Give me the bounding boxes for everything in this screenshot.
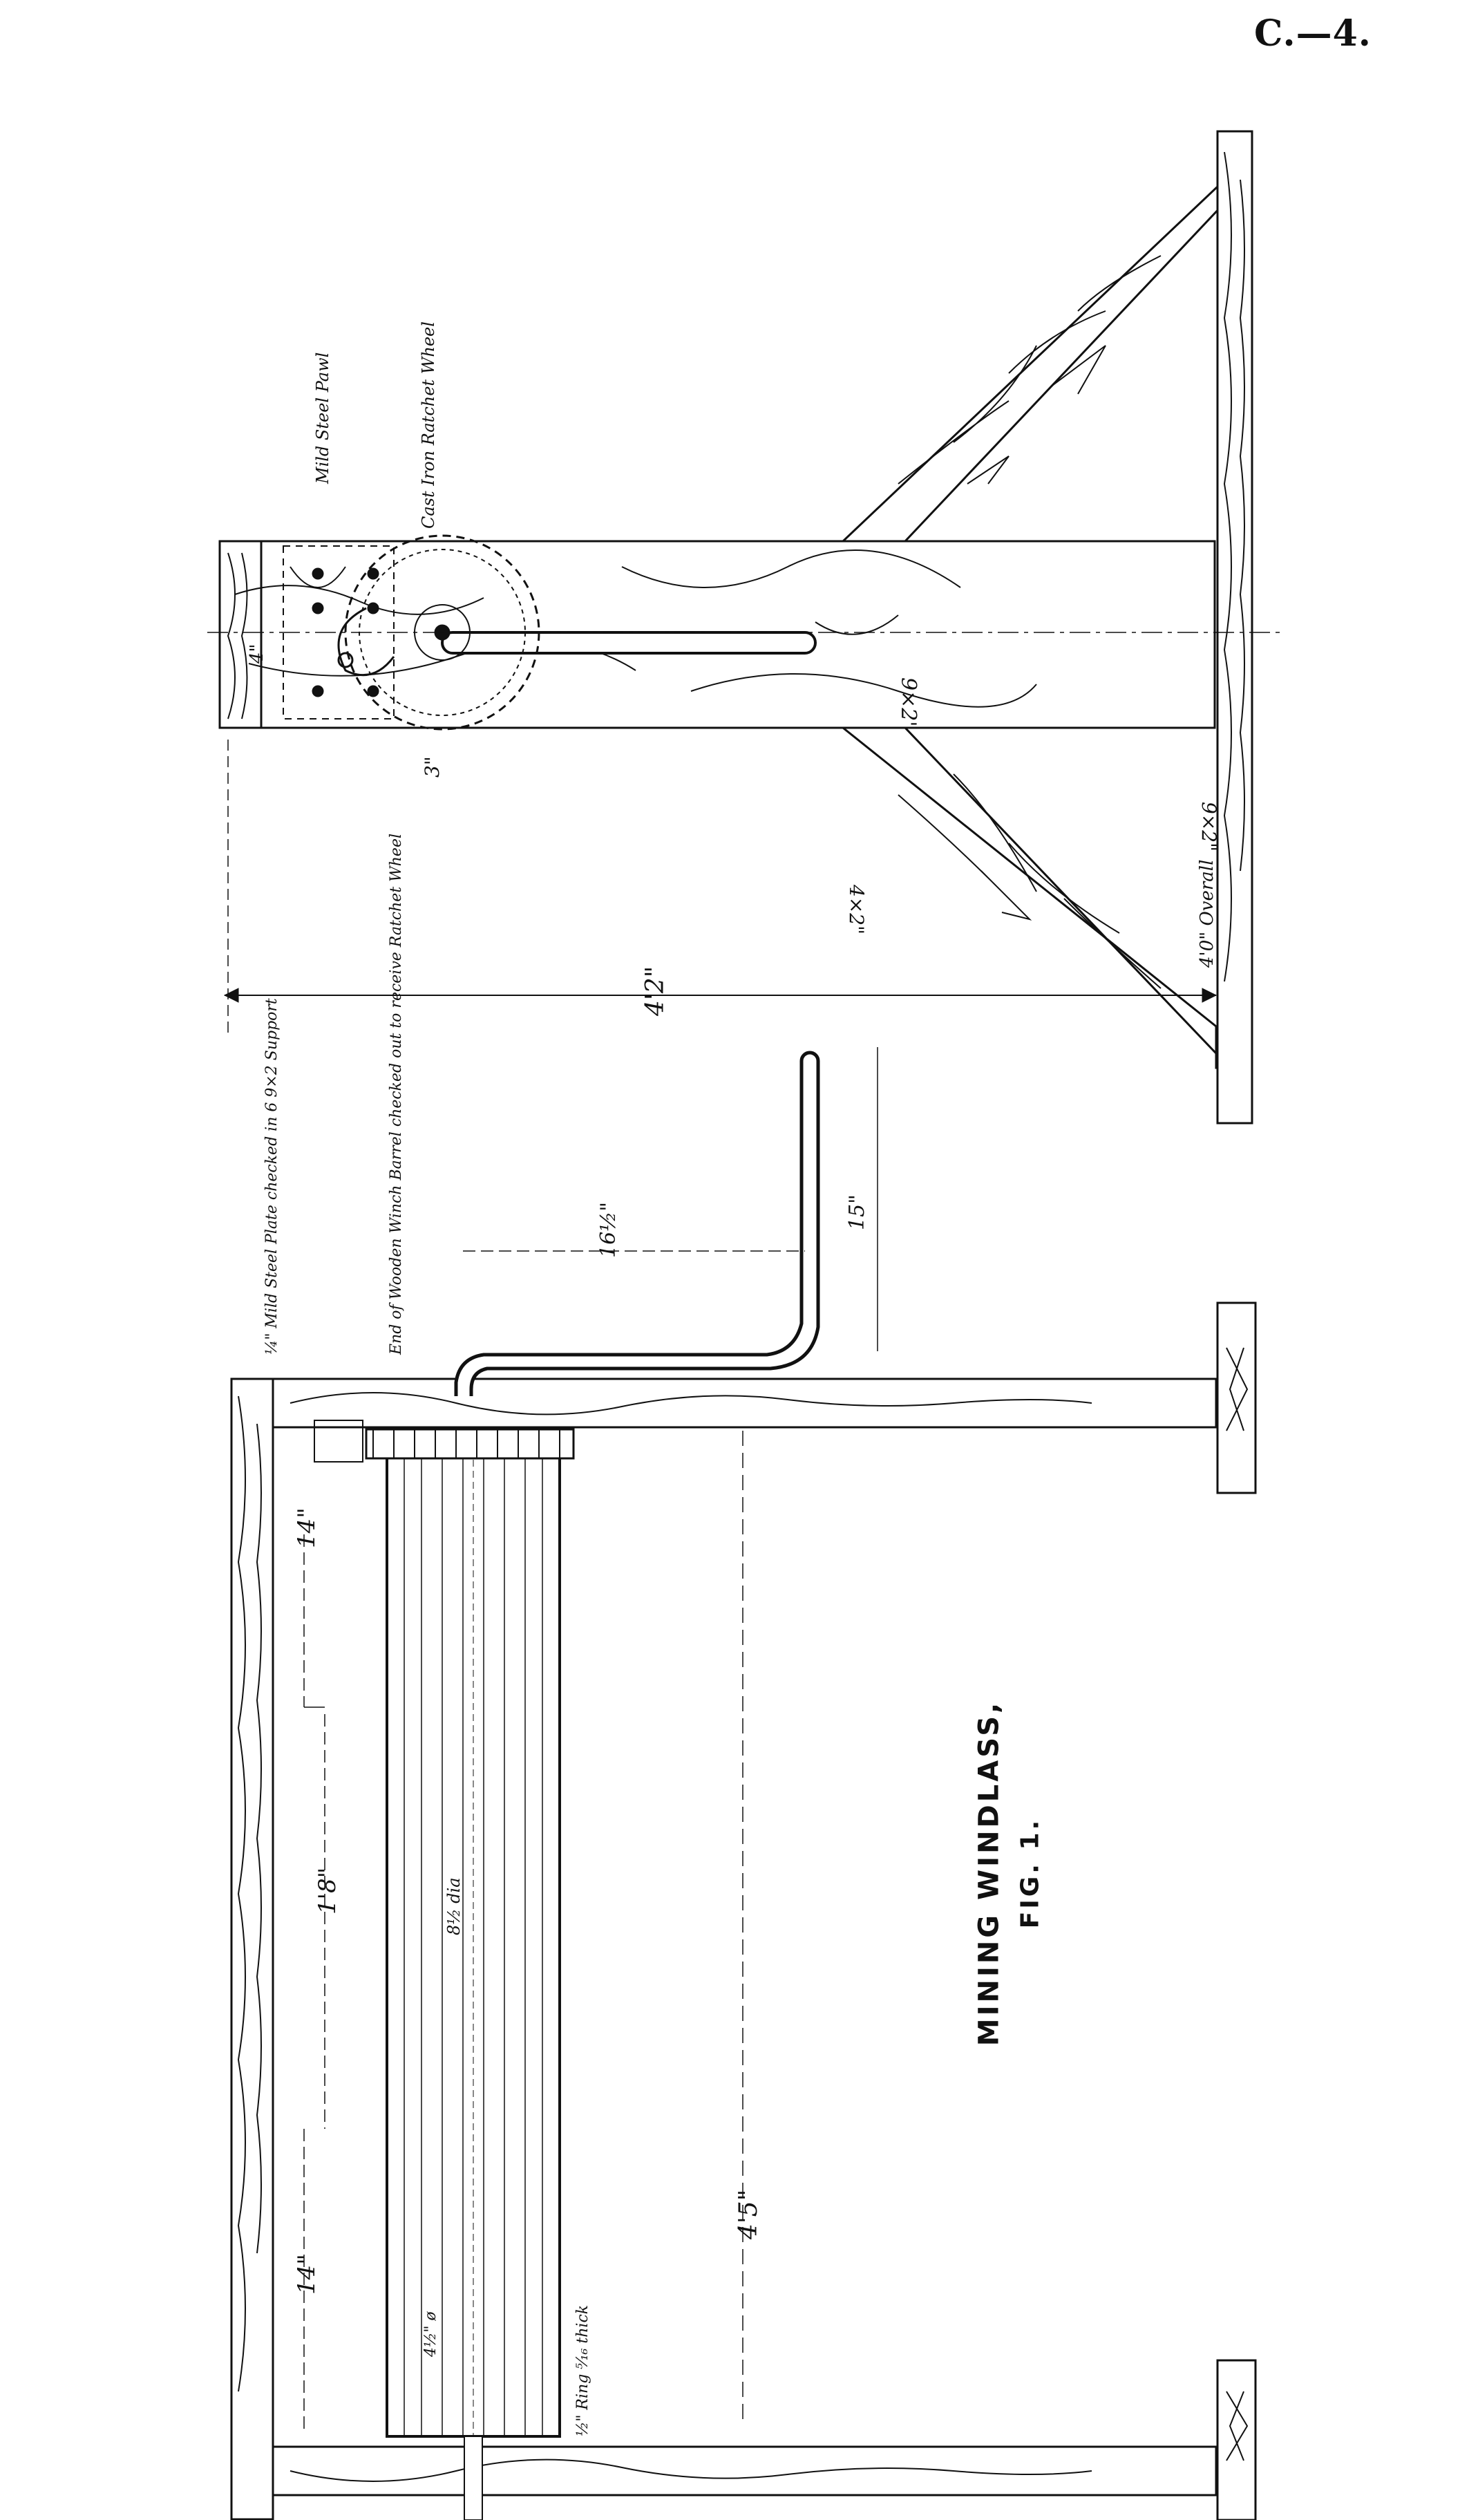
dim-seg-mid: 1'8"	[314, 1868, 341, 1915]
dim-barrel-dia: 8½ dia	[444, 1877, 464, 1935]
side-view-brace-upper	[840, 185, 1235, 543]
figure-number: FIG. 1.	[1016, 1817, 1045, 1929]
dim-ring-dia: 4½" ø	[422, 2311, 439, 2358]
front-view-crank	[454, 1051, 820, 1396]
ratchet-gear-end	[314, 1420, 575, 1463]
dim-ratchet-small: 3"	[421, 756, 444, 778]
dim-seg-top: 14"	[293, 1507, 321, 1548]
front-view-frame	[230, 1301, 1257, 2520]
note-pawl: Mild Steel Pawl	[313, 352, 332, 485]
note-overall: 4'0" Overall	[1197, 860, 1217, 968]
note-ratchet-wheel: Cast Iron Ratchet Wheel	[419, 321, 438, 529]
dim-height: 4'2"	[641, 966, 670, 1017]
dim-plate-width: 4"	[247, 643, 267, 664]
dim-upright: 9×2"	[896, 677, 920, 731]
pawl	[337, 607, 395, 677]
winch-barrel	[386, 1436, 561, 2438]
dim-seg-bottom: 14"	[293, 2254, 321, 2295]
note-barrel-end: End of Wooden Winch Barrel checked out t…	[388, 834, 405, 1355]
side-view-brace-lower	[840, 726, 1233, 1069]
plate-bolts	[283, 545, 395, 720]
side-view-crank	[441, 631, 817, 655]
side-view-top-block	[218, 540, 263, 729]
drawing-title-block: MINING WINDLASS, FIG. 1.	[919, 1631, 1099, 2115]
page-reference: C.—4.	[1254, 12, 1372, 55]
dim-frame-width: 4'5"	[734, 2190, 763, 2240]
side-view-base	[1216, 130, 1253, 1125]
drawing-title: MINING WINDLASS,	[973, 1700, 1005, 2047]
dim-crank-reach: 16½"	[596, 1202, 620, 1258]
barrel-axle	[464, 2436, 483, 2520]
dim-brace-lower: 4×2"	[845, 884, 868, 934]
dim-base: 9×2"	[1197, 802, 1220, 852]
note-ring: ½" Ring ⁵⁄₁₆ thick	[574, 2305, 591, 2436]
dim-handle-length: 15"	[845, 1194, 869, 1230]
note-plate: ¼" Mild Steel Plate checked in 6 9×2 Sup…	[263, 998, 281, 1355]
annotation-labels: Mild Steel Pawl Cast Iron Ratchet Wheel …	[247, 321, 1220, 2436]
